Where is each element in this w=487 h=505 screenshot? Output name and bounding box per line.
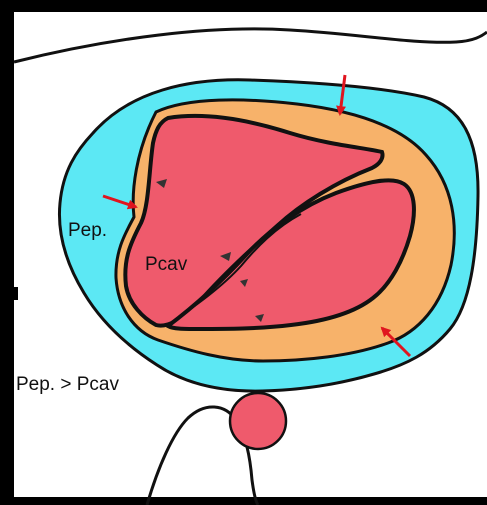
left-border-notch: [0, 287, 18, 300]
pep-label: Pep.: [68, 220, 107, 241]
pcav-label: Pcav: [145, 254, 188, 275]
left-border-top: [0, 0, 14, 287]
aorta-circle: [230, 393, 286, 449]
pressure-comparison-label: Pep. > Pcav: [16, 374, 119, 395]
left-border-bottom: [0, 300, 14, 505]
